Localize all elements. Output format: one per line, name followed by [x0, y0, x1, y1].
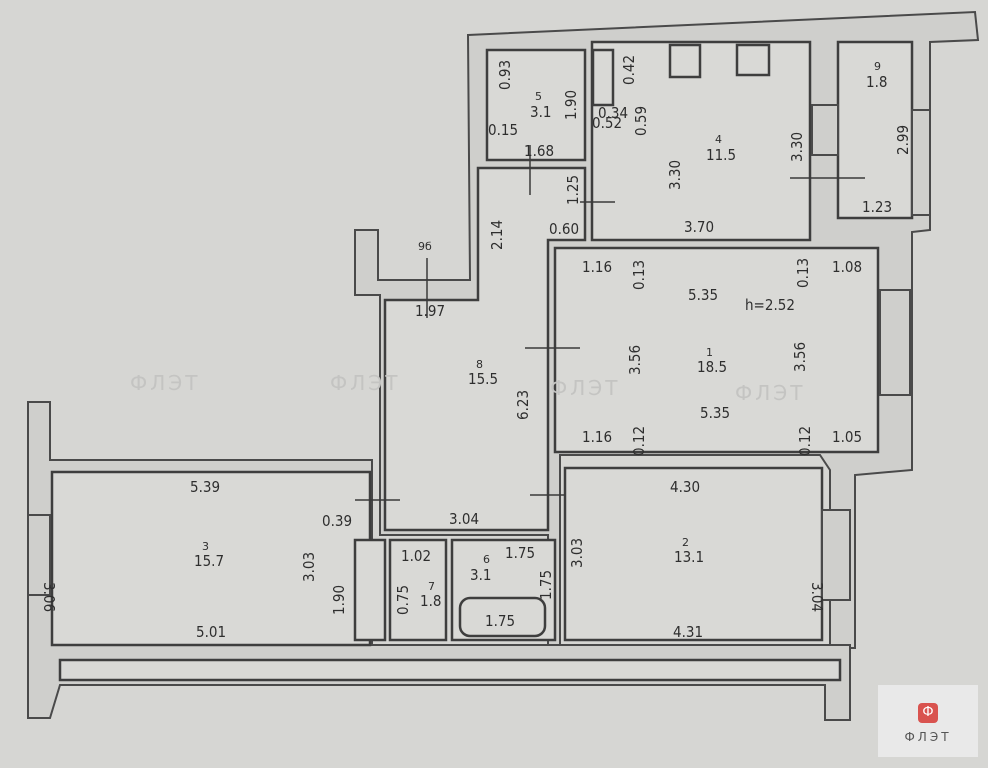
watermarks: ФЛЭТ ФЛЭТ ФЛЭТ ФЛЭТ [130, 371, 805, 405]
room-area: 13.1 [674, 548, 704, 566]
room-3 [50, 470, 372, 647]
room-9-loggia [836, 40, 914, 220]
kitchen-tub [591, 48, 615, 107]
room-number: 4 [715, 133, 722, 146]
dimension: 1.90 [562, 90, 580, 120]
dimension: 0.39 [322, 512, 352, 530]
dimension: 0.12 [796, 426, 814, 456]
dimension: 0.60 [549, 220, 579, 238]
dimension: 4.30 [670, 478, 700, 496]
dimension: 0.42 [620, 55, 638, 85]
dimension: 4.31 [673, 623, 703, 641]
dimension: 6.23 [514, 390, 532, 420]
dimension: 3.03 [568, 538, 586, 568]
watermark: ФЛЭТ [330, 371, 400, 395]
dimension: 1.68 [524, 142, 554, 160]
dimension: 3.30 [666, 160, 684, 190]
dimension: h=2.52 [745, 296, 795, 314]
rooms [50, 40, 914, 682]
room-number: 7 [428, 580, 435, 593]
bathtub [458, 596, 547, 638]
room-number: 6 [483, 553, 490, 566]
dimension: 0.13 [630, 260, 648, 290]
dimension: 2.99 [894, 125, 912, 155]
dimension: 5.39 [190, 478, 220, 496]
dimension: 1.75 [537, 570, 555, 600]
dimension: 3.56 [626, 345, 644, 375]
dimension: 1.23 [862, 198, 892, 216]
room-number: 3 [202, 540, 209, 553]
dimension: 1.90 [330, 585, 348, 615]
dimension: 1.25 [564, 175, 582, 205]
room-2 [563, 466, 824, 642]
windows [27, 104, 931, 601]
room-number: 8 [476, 358, 483, 371]
room-area: 11.5 [706, 146, 736, 164]
room-number: 9б [418, 240, 432, 253]
dimension: 5.35 [688, 286, 718, 304]
room-area: 15.7 [194, 552, 224, 570]
dimension: 0.52 [592, 114, 622, 132]
corridor-closet [353, 538, 387, 642]
dimension: 1.05 [832, 428, 862, 446]
room-labels: 1 18.5 2 13.1 3 15.7 4 11.5 5 3.1 6 3.1 … [194, 60, 887, 610]
dimension: 5.35 [700, 404, 730, 422]
dimension: 0.12 [630, 426, 648, 456]
sink [668, 43, 702, 79]
dimension: 3.04 [808, 582, 826, 612]
dimension: 1.75 [505, 544, 535, 562]
dimension: 1.75 [485, 612, 515, 630]
room-area: 3.1 [530, 103, 551, 121]
watermark: ФЛЭТ [735, 381, 805, 405]
room-number: 1 [706, 346, 713, 359]
dimension: 3.70 [684, 218, 714, 236]
balcony [58, 658, 842, 682]
dimension: 0.34 [598, 104, 628, 122]
dimension: 1.16 [582, 428, 612, 446]
room-area: 3.1 [470, 566, 491, 584]
dimension: 1.02 [401, 547, 431, 565]
dimension: 2.14 [488, 220, 506, 250]
dimension: 0.15 [488, 121, 518, 139]
watermark: ФЛЭТ [130, 371, 200, 395]
door-marks [355, 145, 865, 501]
room-number: 2 [682, 536, 689, 549]
room-number: 5 [535, 90, 542, 103]
dimension: 0.13 [794, 258, 812, 288]
room-1-living [553, 246, 880, 454]
dimension: 1.16 [582, 258, 612, 276]
watermark: ФЛЭТ [550, 376, 620, 400]
dimension: 3.04 [449, 510, 479, 528]
room-number: 9 [874, 60, 881, 73]
dimension: 1.08 [832, 258, 862, 276]
dimension: 0.75 [394, 585, 412, 615]
stove [735, 43, 771, 77]
dimension: 0.93 [496, 60, 514, 90]
dimension-labels: 0.93 1.90 0.15 1.68 0.52 0.34 0.59 0.42 … [40, 55, 912, 641]
dimension: 3.56 [791, 342, 809, 372]
room-8-hall [383, 166, 587, 532]
dimension: 5.01 [196, 623, 226, 641]
room-7-toilet [388, 538, 448, 642]
dimension: 3.06 [40, 582, 58, 612]
dimension: 3.30 [788, 132, 806, 162]
logo-text: ФЛЭТ [904, 730, 952, 744]
room-area: 1.8 [866, 73, 887, 91]
dimension: 3.03 [300, 552, 318, 582]
dimension: 0.59 [632, 106, 650, 136]
room-area: 1.8 [420, 592, 441, 610]
flat-logo-icon: Ф [918, 703, 938, 723]
dimension: 1.97 [415, 302, 445, 320]
room-area: 15.5 [468, 370, 498, 388]
flat-logo: Ф ФЛЭТ [878, 685, 978, 757]
room-5 [485, 48, 587, 162]
room-area: 18.5 [697, 358, 727, 376]
